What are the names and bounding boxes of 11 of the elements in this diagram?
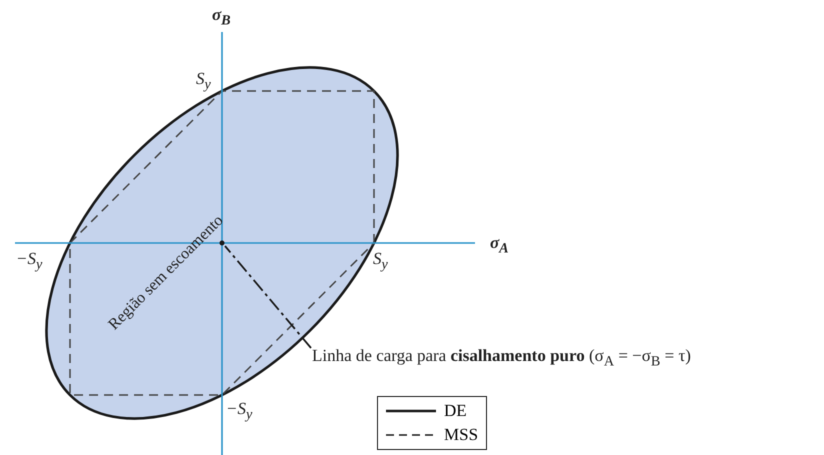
leader-line	[224, 245, 312, 349]
tick-label: S$_{y}$	[196, 70, 211, 92]
tick-label: −S$_{y}$	[226, 400, 252, 422]
axis-label: σ$_{A}$	[490, 234, 509, 256]
axis-label: σ$_{B}$	[212, 6, 231, 28]
tick-label: S$_{y}$	[373, 250, 388, 272]
legend-text: MSS	[444, 425, 478, 445]
origin-dot	[220, 240, 224, 246]
load-line-label: Linha de carga para cisalhamento puro (σ$_{A}$ = −σ$_{B}$ = τ)	[312, 347, 691, 369]
legend-text: DE	[444, 401, 467, 421]
tick-label: −S$_{y}$	[16, 250, 42, 272]
